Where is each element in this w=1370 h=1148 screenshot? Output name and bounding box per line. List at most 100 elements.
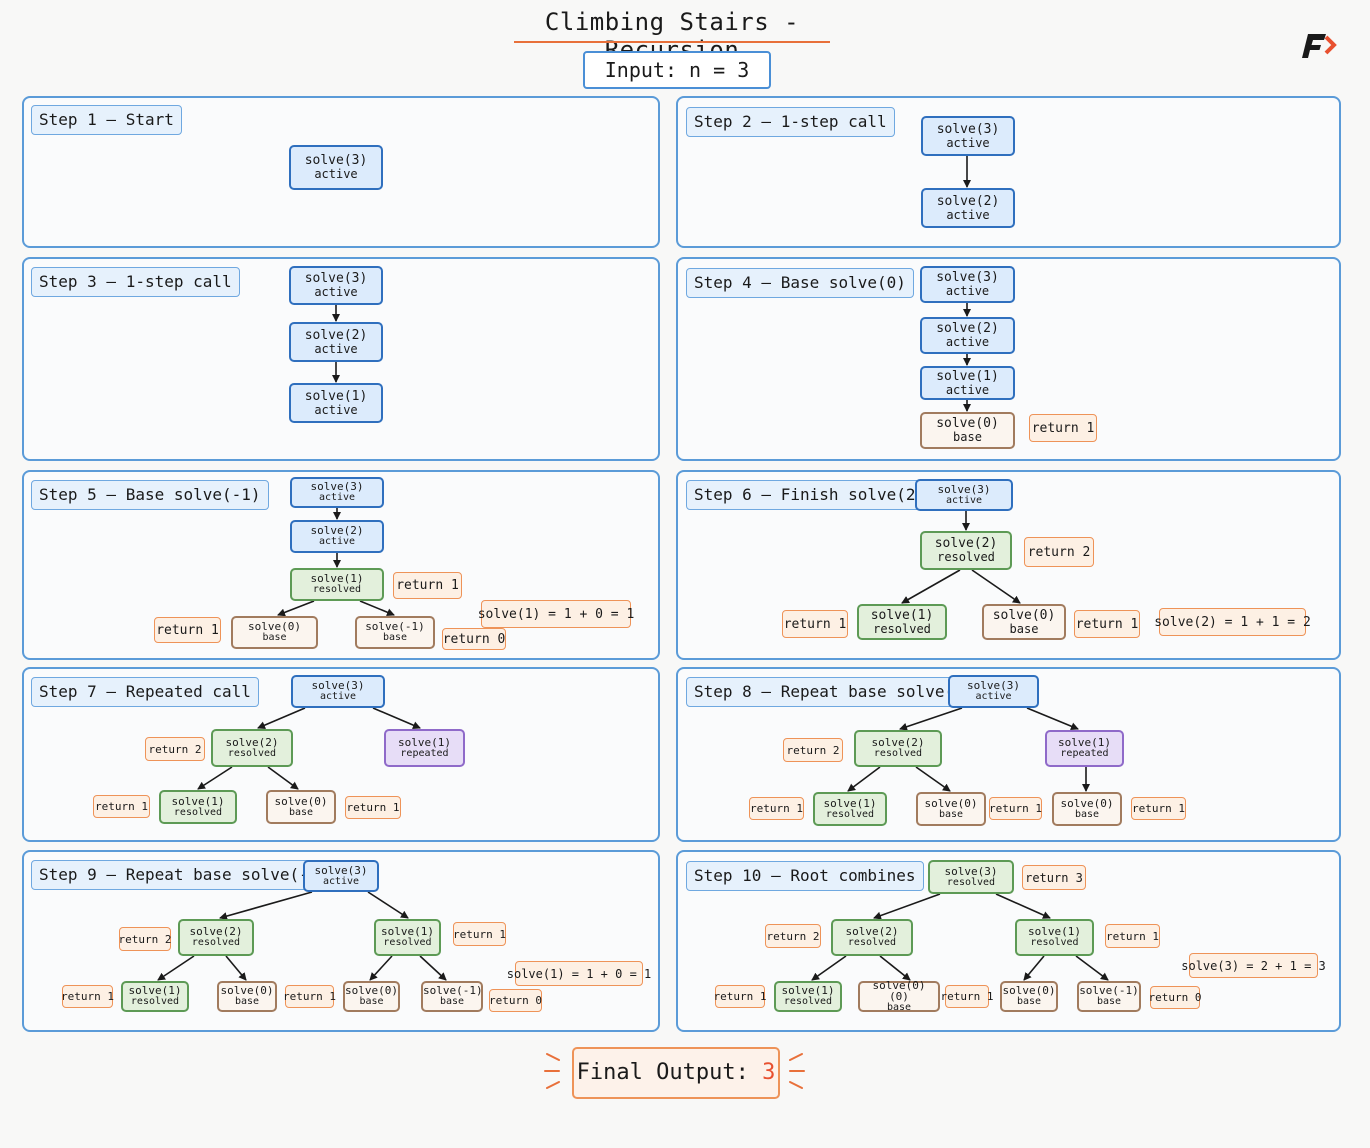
node-call: solve(3) — [310, 480, 364, 494]
return-note: return 1 — [345, 796, 401, 819]
sparkle-mark — [546, 1053, 560, 1061]
node-state: resolved — [191, 937, 241, 949]
call-node: solve(3)active — [289, 266, 383, 305]
call-node: solve(3)active — [289, 145, 383, 190]
step-label: Step 1 — Start — [31, 105, 182, 135]
node-state: active — [945, 494, 983, 506]
return-note: return 1 — [714, 985, 767, 1008]
final-output-label: Final Output: — [576, 1060, 749, 1085]
node-call: solve(-1) — [423, 984, 483, 998]
node-state: resolved — [847, 937, 897, 949]
node-state: active — [322, 875, 360, 887]
node-call: solve(0) — [220, 984, 274, 998]
step-label: Step 10 — Root combines — [686, 861, 924, 891]
node-state: repeated — [1060, 748, 1109, 760]
node-call: solve(3) — [304, 271, 368, 287]
node-state: resolved — [783, 996, 833, 1008]
call-node: solve(1)resolved — [290, 568, 384, 601]
node-call: solve(2) — [304, 327, 368, 343]
node-state: active — [975, 691, 1012, 703]
node-state: base — [1074, 808, 1100, 820]
node-call: solve(1) — [304, 388, 368, 404]
final-output: Final Output: 3 — [572, 1047, 780, 1099]
return-note: return 1 — [393, 572, 462, 599]
node-state: base — [439, 996, 465, 1008]
return-note: return 0 — [442, 628, 506, 650]
call-node: solve(0)base — [1052, 792, 1122, 826]
node-state: active — [945, 335, 990, 350]
node-state: resolved — [873, 621, 931, 636]
node-call: solve(3) — [967, 679, 1020, 693]
node-state: base — [938, 808, 964, 820]
node-state: active — [314, 341, 358, 356]
return-note: return 1 — [1105, 924, 1160, 948]
call-node: solve(2)resolved — [178, 919, 254, 956]
return-note: return 1 — [1074, 610, 1140, 638]
call-node: solve(1)resolved — [813, 792, 887, 826]
node-call: solve(3) — [304, 153, 368, 169]
call-node: solve(3)active — [915, 479, 1013, 511]
call-node: solve(3)active — [290, 477, 384, 508]
call-node: solve(2)active — [920, 317, 1015, 354]
call-node: solve(1)resolved — [159, 790, 237, 824]
node-state: active — [318, 492, 356, 504]
node-call: solve(0) (0) — [872, 978, 926, 1004]
node-call: solve(1) — [823, 796, 877, 810]
call-node: solve(1)resolved — [774, 981, 842, 1012]
node-call: solve(0) — [345, 984, 398, 998]
node-state: active — [318, 536, 356, 548]
calc-note: solve(3) = 2 + 1 = 3 — [1181, 953, 1326, 978]
node-state: resolved — [946, 876, 996, 888]
node-state: active — [314, 402, 358, 417]
node-call: solve(1) — [381, 925, 434, 939]
node-call: solve(2) — [310, 524, 364, 538]
node-call: solve(0) — [274, 794, 328, 808]
node-call: solve(3) — [937, 482, 991, 496]
node-call: solve(1) — [1028, 925, 1081, 939]
node-call: solve(2) — [845, 925, 899, 939]
node-state: active — [314, 167, 358, 182]
node-call: solve(1) — [398, 735, 451, 749]
node-state: repeated — [400, 747, 449, 759]
node-call: solve(1) — [171, 794, 225, 808]
return-note: return 0 — [489, 989, 542, 1012]
call-node: solve(1)active — [920, 366, 1015, 400]
call-node: solve(3)active — [303, 860, 379, 892]
node-call: solve(1) — [936, 368, 999, 384]
node-call: solve(0) — [248, 620, 301, 634]
node-state: active — [319, 691, 357, 703]
calc-note: solve(1) = 1 + 0 = 1 — [507, 961, 651, 986]
step-label: Step 8 — Repeat base solve(0) — [686, 677, 982, 707]
step-label: Step 2 — 1-step call — [686, 107, 895, 137]
return-note: return 2 — [765, 924, 821, 948]
step-label: Step 9 — Repeat base solve(-1) — [31, 860, 336, 890]
call-node: solve(3)active — [920, 266, 1015, 303]
node-call: solve(1) — [128, 984, 182, 998]
call-node: solve(0) (0)base — [858, 978, 940, 1013]
node-state: base — [234, 996, 260, 1008]
return-note: return 1 — [154, 617, 221, 643]
call-node: solve(2)resolved — [831, 919, 913, 956]
node-state: resolved — [383, 937, 432, 949]
node-state: base — [886, 1001, 912, 1013]
node-call: solve(1) — [870, 607, 934, 623]
call-node: solve(0)base — [217, 981, 277, 1012]
call-node: solve(0)base — [920, 412, 1015, 449]
node-call: solve(0) — [924, 796, 978, 810]
node-call: solve(1) — [310, 572, 364, 586]
call-node: solve(0)base — [343, 981, 400, 1012]
node-call: solve(0) — [936, 416, 999, 432]
call-node: solve(2)active — [290, 520, 384, 553]
node-state: resolved — [1030, 937, 1079, 949]
node-state: active — [314, 285, 358, 300]
call-node: solve(2)resolved — [211, 729, 293, 767]
call-node: solve(2)resolved — [920, 531, 1012, 570]
call-node: solve(0)base — [266, 790, 336, 824]
title-underline — [514, 41, 830, 43]
node-call: solve(3) — [311, 679, 365, 693]
call-node: solve(1)repeated — [1045, 730, 1124, 767]
return-note: return 1 — [1131, 797, 1186, 820]
calc-note: solve(1) = 1 + 0 = 1 — [478, 600, 634, 628]
call-node: solve(-1)base — [355, 616, 435, 649]
call-node: solve(-1)base — [421, 981, 483, 1012]
